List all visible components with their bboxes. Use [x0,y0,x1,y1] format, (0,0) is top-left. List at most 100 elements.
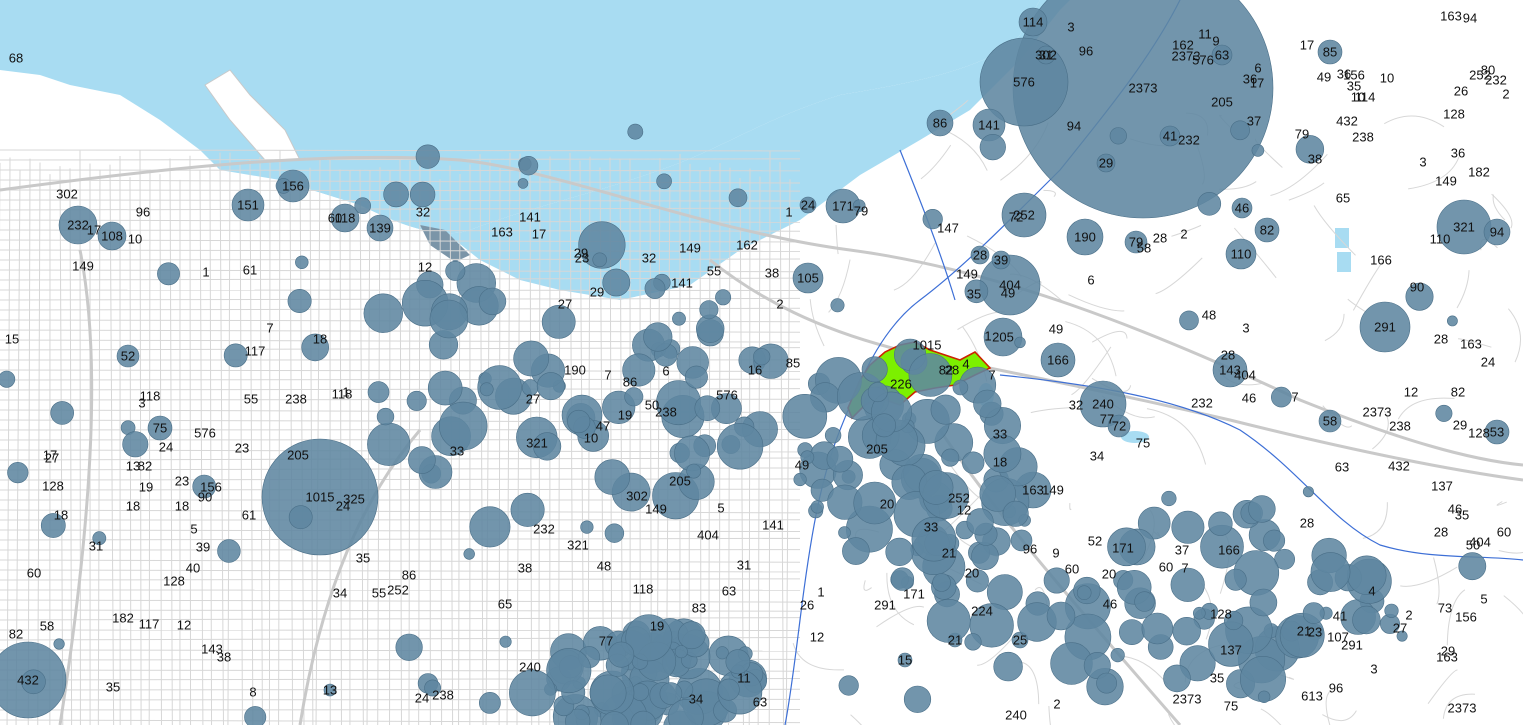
count-bubble[interactable] [979,134,1006,161]
count-bubble[interactable] [715,289,732,306]
count-bubble[interactable] [1161,490,1177,507]
count-bubble[interactable] [966,508,994,536]
count-bubble[interactable] [1405,282,1434,311]
count-bubble[interactable] [288,505,313,530]
count-bubble[interactable] [624,387,644,407]
count-bubble[interactable] [941,448,960,467]
count-bubble[interactable] [627,123,644,140]
count-bubble[interactable] [799,196,817,214]
count-bubble[interactable] [565,708,591,725]
count-bubble[interactable] [674,645,688,659]
count-bubble[interactable] [157,262,180,286]
count-bubble[interactable] [1302,486,1314,498]
count-bubble[interactable] [395,633,423,661]
count-bubble[interactable] [922,209,943,230]
count-bubble[interactable] [1208,511,1233,536]
count-bubble[interactable] [518,156,539,176]
count-bubble[interactable] [686,463,702,479]
count-bubble[interactable] [1279,612,1325,658]
count-bubble[interactable] [1263,529,1286,552]
count-bubble[interactable] [964,633,982,651]
count-bubble[interactable] [409,181,436,208]
count-bubble[interactable] [1109,127,1127,145]
count-bubble[interactable] [424,679,442,697]
count-bubble[interactable] [918,470,954,505]
count-bubble[interactable] [716,423,764,470]
count-bubble[interactable] [429,299,469,339]
count-bubble[interactable] [903,685,932,713]
count-bubble[interactable] [536,372,565,401]
count-bubble[interactable] [1119,619,1145,646]
count-bubble[interactable] [1170,567,1205,602]
count-bubble[interactable] [644,278,666,299]
count-bubble[interactable] [1066,218,1104,256]
count-bubble[interactable] [589,674,627,712]
count-bubble[interactable] [890,567,915,591]
count-bubble[interactable] [1484,419,1510,445]
count-bubble[interactable] [872,413,897,438]
count-bubble[interactable] [330,203,360,233]
count-bubble[interactable] [973,389,1002,418]
count-bubble[interactable] [728,188,748,208]
count-bubble[interactable] [275,178,292,194]
count-bubble[interactable] [578,221,626,269]
count-bubble[interactable] [991,250,1011,270]
count-bubble[interactable] [354,197,372,214]
count-bubble[interactable] [952,379,969,396]
count-bubble[interactable] [367,422,411,466]
count-bubble[interactable] [363,293,403,333]
count-bubble[interactable] [1310,552,1351,592]
count-bubble[interactable] [602,268,631,297]
count-bubble[interactable] [926,599,971,643]
count-bubble[interactable] [867,382,888,403]
count-bubble[interactable] [725,649,751,675]
count-bubble[interactable] [1197,192,1222,216]
count-bubble[interactable] [1211,44,1233,66]
count-bubble[interactable] [499,635,512,648]
count-bubble[interactable] [677,621,706,650]
count-bubble[interactable] [1317,39,1343,65]
count-bubble[interactable] [1076,585,1092,601]
count-bubble[interactable] [147,415,173,441]
count-bubble[interactable] [50,401,75,425]
count-bubble[interactable] [1483,218,1511,246]
count-bubble[interactable] [932,573,951,592]
count-bubble[interactable] [1046,601,1076,631]
count-bubble[interactable] [1225,238,1257,270]
count-bubble[interactable] [1172,616,1201,646]
count-bubble[interactable] [479,382,494,397]
count-bubble[interactable] [97,221,127,251]
count-bubble[interactable] [580,520,594,534]
count-bubble[interactable] [1212,352,1248,388]
count-bubble[interactable] [244,706,267,725]
count-bubble[interactable] [217,539,241,563]
count-bubble[interactable] [517,178,529,189]
count-bubble[interactable] [979,475,1016,512]
count-bubble[interactable] [323,683,337,697]
count-bubble[interactable] [21,669,46,695]
count-bubble[interactable] [1271,386,1292,408]
count-bubble[interactable] [53,638,65,650]
count-bubble[interactable] [1447,315,1458,327]
count-bubble[interactable] [964,279,989,304]
count-bubble[interactable] [1318,409,1342,433]
count-bubble[interactable] [1096,672,1118,694]
count-bubble[interactable] [1159,125,1181,147]
count-bubble[interactable] [231,188,265,222]
count-bubble[interactable] [1249,588,1278,617]
count-bubble[interactable] [625,614,673,662]
count-bubble[interactable] [192,474,216,499]
count-bubble[interactable] [510,492,545,527]
count-bubble[interactable] [1230,120,1250,141]
count-bubble[interactable] [897,652,913,668]
count-bubble[interactable] [295,255,309,269]
count-bubble[interactable] [415,144,440,169]
count-bubble[interactable] [1141,612,1174,645]
count-bubble[interactable] [1251,144,1265,157]
count-bubble[interactable] [1107,414,1131,438]
count-bubble[interactable] [782,393,828,439]
count-bubble[interactable] [852,199,866,212]
count-bubble[interactable] [0,370,16,388]
